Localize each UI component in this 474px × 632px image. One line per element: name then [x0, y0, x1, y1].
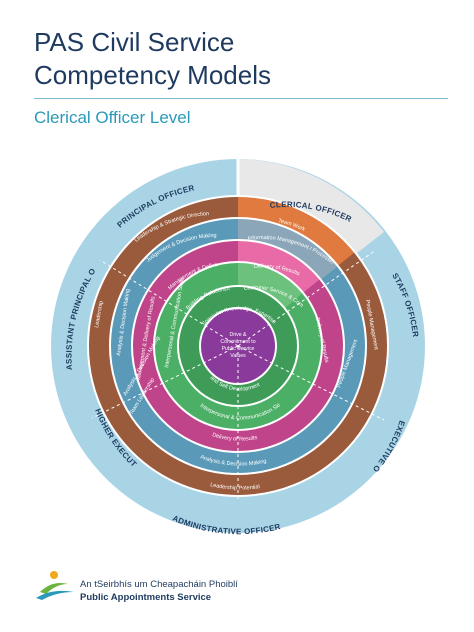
title-divider [34, 98, 448, 99]
label-leadership: Leadership [94, 301, 105, 329]
centre-line-4: Values [230, 353, 246, 359]
pas-logo-icon [36, 571, 74, 600]
centre-line-2: Commitment to [220, 339, 255, 345]
label-delivery-results: Delivery of Results [211, 432, 258, 442]
org-name-english: Public Appointments Service [80, 592, 212, 603]
centre-line-1: Drive & [229, 332, 247, 338]
page-title: PAS Civil Service Competency Models [34, 26, 271, 92]
page-subtitle: Clerical Officer Level [34, 108, 191, 127]
org-name-irish: An tSeirbhís um Cheapacháin Phoiblí [80, 579, 238, 590]
title-line-1: PAS Civil Service [34, 27, 235, 57]
label-leadership-potential: Leadership Potential [210, 482, 261, 491]
org-name: An tSeirbhís um Cheapacháin Phoiblí Publ… [80, 578, 238, 604]
segment-dividers [91, 249, 385, 500]
centre-line-3: Public Service [222, 346, 255, 352]
magenta-ring-border [131, 239, 345, 453]
title-line-2: Competency Models [34, 60, 271, 90]
